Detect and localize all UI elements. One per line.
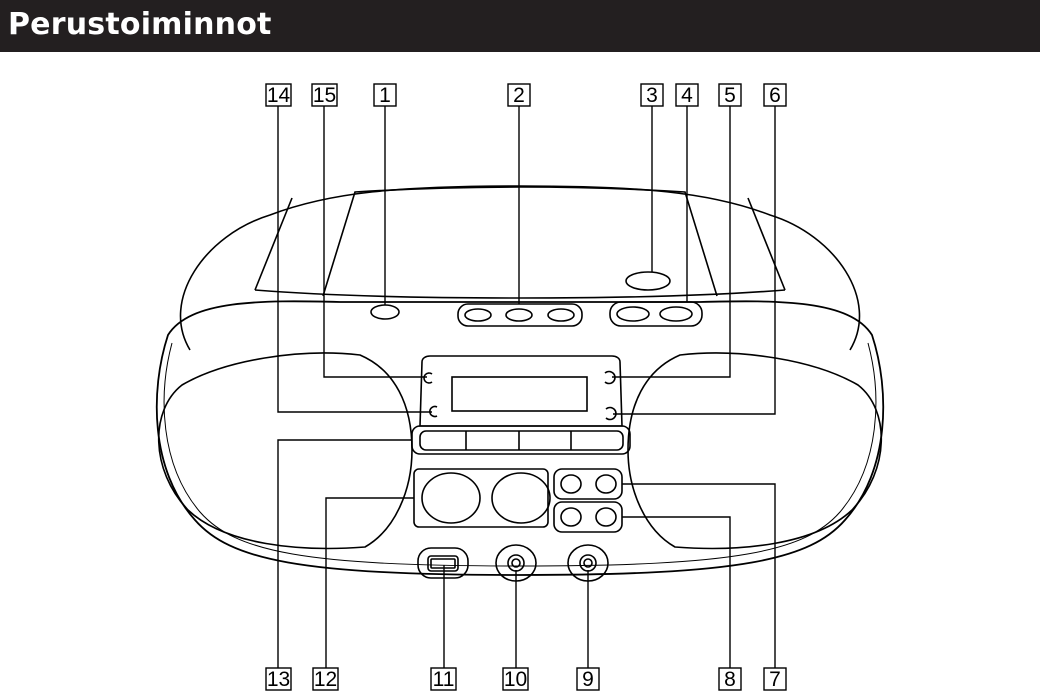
callout-12: 12 <box>312 667 339 691</box>
lid-open-button <box>625 271 671 291</box>
svg-text:9: 9 <box>582 668 594 691</box>
svg-text:6: 6 <box>769 84 781 107</box>
display-screen <box>451 376 588 412</box>
section-header: Perustoiminnot <box>0 0 1040 52</box>
display-panel <box>419 355 623 427</box>
speaker-left <box>157 352 413 550</box>
callout-14: 14 <box>265 83 292 107</box>
svg-text:4: 4 <box>681 84 693 107</box>
callout-9: 9 <box>576 667 600 691</box>
svg-text:8: 8 <box>724 668 736 691</box>
callout-15: 15 <box>311 83 338 107</box>
callout-13: 13 <box>265 667 292 691</box>
svg-text:3: 3 <box>646 84 658 107</box>
svg-text:15: 15 <box>313 84 336 107</box>
callout-11: 11 <box>430 667 457 691</box>
svg-text:13: 13 <box>267 668 290 691</box>
top-controls <box>370 271 703 327</box>
callout-4: 4 <box>675 83 699 107</box>
front-panel <box>155 300 885 576</box>
svg-text:7: 7 <box>769 668 781 691</box>
power-button <box>370 304 400 320</box>
callout-8: 8 <box>718 667 742 691</box>
function-buttons <box>411 425 631 455</box>
svg-text:11: 11 <box>433 668 455 691</box>
svg-text:2: 2 <box>513 84 525 107</box>
speaker-right <box>627 352 883 550</box>
callout-5: 5 <box>718 83 742 107</box>
svg-text:5: 5 <box>724 84 736 107</box>
button-pairs <box>553 468 623 533</box>
callout-7: 7 <box>763 667 787 691</box>
svg-text:14: 14 <box>267 84 291 107</box>
callout-3: 3 <box>640 83 664 107</box>
leader-lines <box>277 105 776 668</box>
page-title: Perustoiminnot <box>8 7 272 42</box>
cd-lid <box>322 186 718 297</box>
dial-knobs <box>413 468 551 528</box>
boombox-body <box>155 185 885 576</box>
svg-text:12: 12 <box>314 668 337 691</box>
callout-10: 10 <box>502 667 529 691</box>
callout-1: 1 <box>373 83 397 107</box>
usb-port <box>417 547 469 579</box>
callout-6: 6 <box>763 83 787 107</box>
svg-text:10: 10 <box>504 668 527 691</box>
svg-text:1: 1 <box>379 84 391 107</box>
callout-2: 2 <box>507 83 531 107</box>
